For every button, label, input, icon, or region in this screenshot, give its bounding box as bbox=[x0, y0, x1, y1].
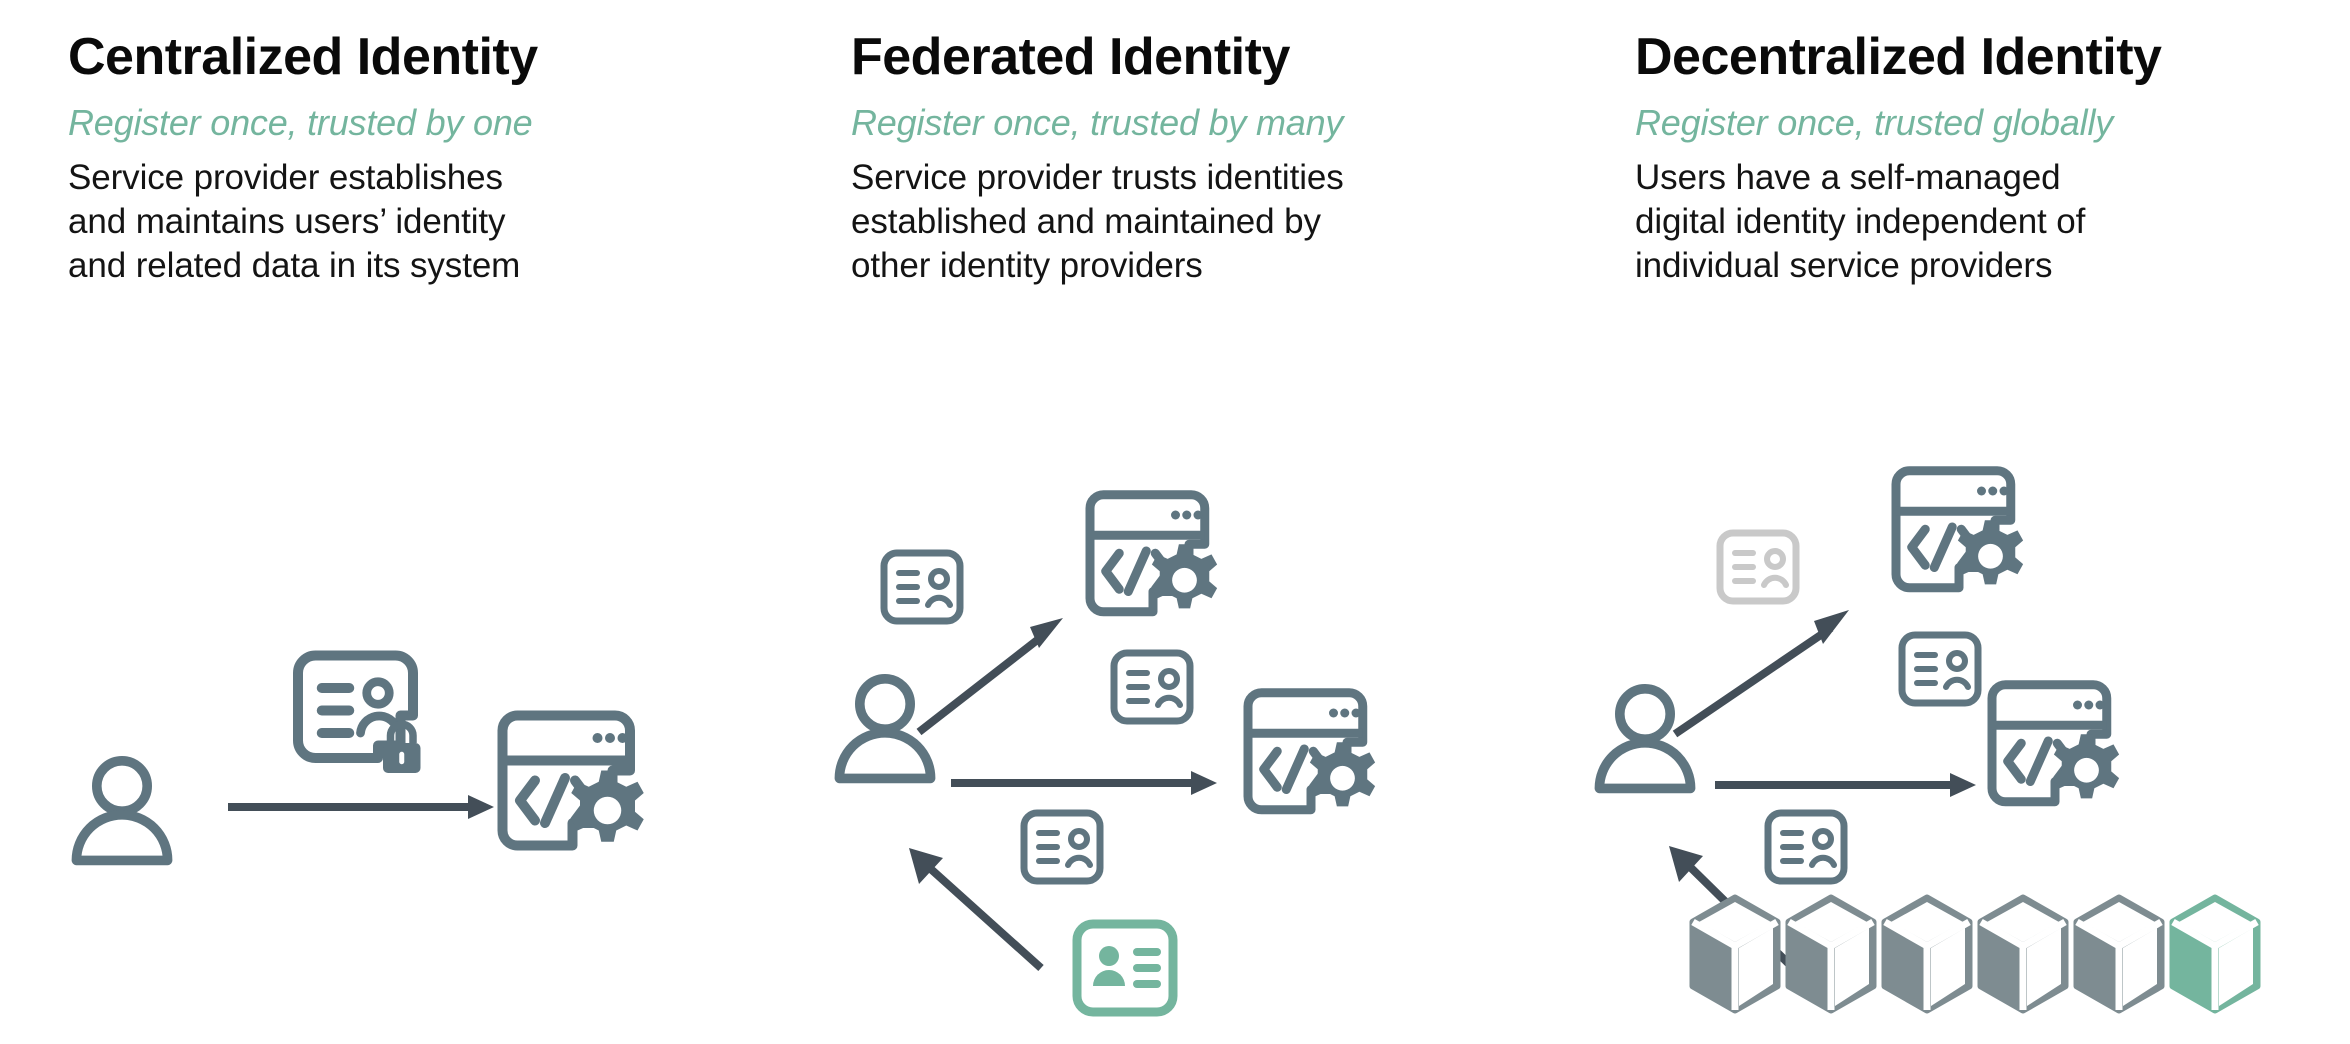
blockchain-strip bbox=[1689, 882, 2269, 1042]
padlock-icon bbox=[383, 720, 421, 773]
body-line: other identity providers bbox=[851, 246, 1203, 286]
blockchain-cube-icon bbox=[2073, 894, 2165, 1014]
user-avatar-icon bbox=[1585, 678, 1705, 798]
column-federated-identity: Federated Identity Register once, truste… bbox=[783, 0, 1567, 1044]
diagram-decentralized bbox=[1567, 430, 2350, 1044]
arrow-icon bbox=[1715, 770, 1980, 800]
gear-icon bbox=[1957, 520, 2024, 585]
gear-icon bbox=[571, 770, 644, 842]
gear-icon bbox=[1151, 544, 1218, 609]
identity-provider-card-icon bbox=[1071, 918, 1179, 1018]
id-card-lock-icon bbox=[288, 648, 428, 778]
arrow-icon bbox=[901, 840, 1061, 980]
id-card-icon bbox=[1019, 808, 1105, 886]
column-body: Service provider trusts identities estab… bbox=[851, 156, 1547, 288]
column-title: Centralized Identity bbox=[68, 28, 538, 86]
arrow-icon bbox=[1667, 602, 1857, 742]
body-line: and maintains users’ identity bbox=[68, 202, 506, 242]
diagram-centralized bbox=[0, 430, 783, 1044]
body-line: Service provider trusts identities bbox=[851, 158, 1344, 197]
id-card-icon bbox=[1109, 648, 1195, 726]
gear-icon bbox=[2053, 734, 2120, 799]
blockchain-cube-icon bbox=[1881, 894, 1973, 1014]
column-subtitle: Register once, trusted globally bbox=[1635, 102, 2114, 143]
id-card-icon bbox=[879, 548, 965, 626]
body-line: individual service providers bbox=[1635, 246, 2053, 286]
user-avatar-icon bbox=[62, 750, 182, 870]
gear-icon bbox=[1309, 742, 1376, 807]
column-centralized-identity: Centralized Identity Register once, trus… bbox=[0, 0, 783, 1044]
column-title: Decentralized Identity bbox=[1635, 28, 2162, 86]
body-line: Service provider establishes bbox=[68, 158, 503, 197]
column-subtitle: Register once, trusted by many bbox=[851, 102, 1344, 143]
id-card-icon bbox=[1897, 630, 1983, 708]
body-line: and related data in its system bbox=[68, 246, 521, 286]
arrow-icon bbox=[951, 768, 1221, 798]
service-provider-window-icon bbox=[1241, 686, 1381, 815]
id-card-icon bbox=[1763, 808, 1849, 886]
arrow-icon bbox=[911, 610, 1071, 740]
user-avatar-icon bbox=[825, 668, 945, 788]
service-provider-window-icon bbox=[1889, 464, 2029, 593]
blockchain-cube-icon bbox=[1977, 894, 2069, 1014]
service-provider-window-icon bbox=[1083, 488, 1223, 617]
blockchain-cube-icon bbox=[1689, 894, 1781, 1014]
service-provider-window-icon bbox=[495, 708, 650, 851]
blockchain-cube-icon bbox=[1785, 894, 1877, 1014]
column-title: Federated Identity bbox=[851, 28, 1290, 86]
body-line: Users have a self-managed bbox=[1635, 158, 2061, 197]
body-line: established and maintained by bbox=[851, 202, 1321, 242]
id-card-icon-muted bbox=[1715, 528, 1801, 606]
column-body: Service provider establishes and maintai… bbox=[68, 156, 763, 288]
blockchain-cube-icon-highlighted bbox=[2169, 894, 2261, 1014]
column-decentralized-identity: Decentralized Identity Register once, tr… bbox=[1567, 0, 2350, 1044]
body-line: digital identity independent of bbox=[1635, 202, 2086, 242]
service-provider-window-icon bbox=[1985, 678, 2125, 807]
diagram-federated bbox=[783, 430, 1567, 1044]
arrow-icon bbox=[228, 792, 498, 822]
column-body: Users have a self-managed digital identi… bbox=[1635, 156, 2330, 288]
column-subtitle: Register once, trusted by one bbox=[68, 102, 533, 143]
